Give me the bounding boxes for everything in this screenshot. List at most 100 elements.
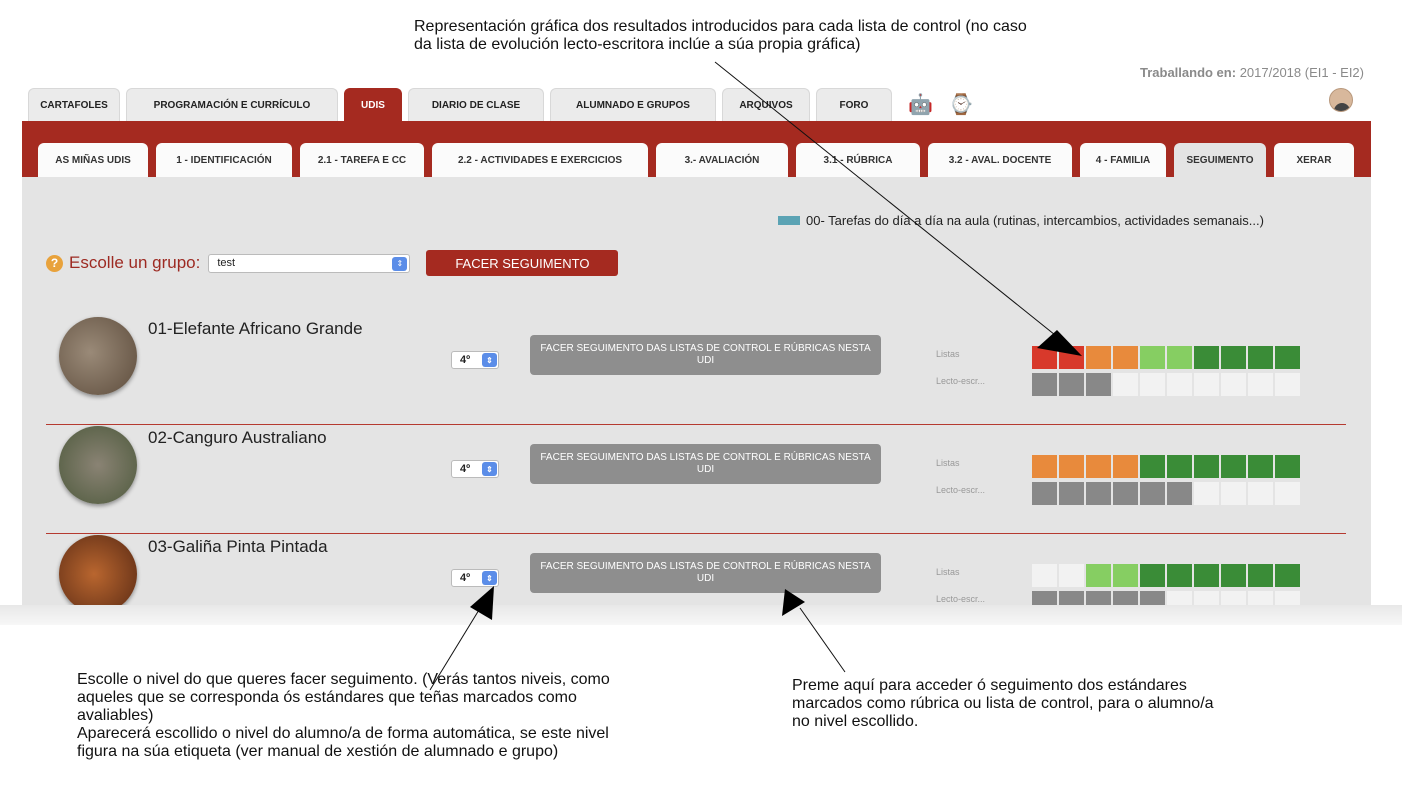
subtab-rubrica[interactable]: 3.1 - RÚBRICA — [796, 143, 920, 177]
result-cell — [1221, 455, 1246, 478]
lists-row-label: Listas — [936, 458, 960, 468]
result-cell — [1140, 373, 1165, 396]
result-cell — [1167, 564, 1192, 587]
facer-seguimento-button[interactable]: FACER SEGUIMENTO — [426, 250, 619, 276]
level-annotation-note: Escolle o nivel do que queres facer segu… — [77, 671, 610, 761]
result-cell — [1059, 346, 1084, 369]
lists-results — [1032, 455, 1300, 478]
result-cell — [1221, 482, 1246, 505]
level-select[interactable]: 4º ⇕ — [451, 351, 499, 369]
result-cell — [1032, 564, 1057, 587]
device-icons: 🤖 ⌚ — [908, 92, 974, 117]
tracking-panel: 00- Tarefas do día a día na aula (rutina… — [22, 177, 1371, 622]
note-line: Aparecerá escollido o nivel do alumno/a … — [77, 725, 609, 742]
result-cell — [1248, 564, 1273, 587]
tab-diario-de-clase[interactable]: DIARIO DE CLASE — [408, 88, 544, 122]
tab-alumnado-e-grupos[interactable]: ALUMNADO E GRUPOS — [550, 88, 716, 122]
result-cell — [1140, 482, 1165, 505]
result-cell — [1194, 346, 1219, 369]
level-select[interactable]: 4º ⇕ — [451, 460, 499, 478]
result-cell — [1086, 564, 1111, 587]
lists-row-label: Listas — [936, 567, 960, 577]
subtab-avaliacion[interactable]: 3.- AVALIACIÓN — [656, 143, 788, 177]
result-cell — [1275, 482, 1300, 505]
student-name: 02-Canguro Australiano — [148, 428, 327, 447]
result-cell — [1140, 564, 1165, 587]
student-row: 01-Elefante Africano Grande 4º ⇕ FACER S… — [46, 317, 1346, 425]
note-line: aqueles que se corresponda ós estándares… — [77, 689, 577, 706]
subtab-familia[interactable]: 4 - FAMILIA — [1080, 143, 1166, 177]
tab-foro[interactable]: FORO — [816, 88, 892, 122]
group-select[interactable]: test ⇕ — [208, 253, 411, 273]
note-line: figura na súa etiqueta (ver manual de xe… — [77, 743, 559, 760]
result-cell — [1113, 346, 1138, 369]
select-arrows-icon: ⇕ — [392, 256, 408, 271]
level-select[interactable]: 4º ⇕ — [451, 569, 499, 587]
sub-tab-bar: AS MIÑAS UDIS 1 - IDENTIFICACIÓN 2.1 - T… — [22, 121, 1371, 177]
student-row: 03-Galiña Pinta Pintada 4º ⇕ FACER SEGUI… — [46, 535, 1346, 643]
result-cell — [1167, 482, 1192, 505]
subtab-identificacion[interactable]: 1 - IDENTIFICACIÓN — [156, 143, 292, 177]
result-cell — [1032, 455, 1057, 478]
student-name: 01-Elefante Africano Grande — [148, 319, 363, 338]
subtab-actividades[interactable]: 2.2 - ACTIVIDADES E EXERCICIOS — [432, 143, 648, 177]
result-cell — [1194, 564, 1219, 587]
tab-cartafoles[interactable]: CARTAFOLES — [28, 88, 120, 122]
avatar[interactable] — [1329, 88, 1353, 112]
level-value: 4º — [460, 572, 471, 584]
note-line: Preme aquí para acceder ó seguimento dos… — [792, 677, 1187, 694]
level-value: 4º — [460, 463, 471, 475]
track-lists-button[interactable]: FACER SEGUIMENTO DAS LISTAS DE CONTROL E… — [530, 444, 881, 484]
student-name: 03-Galiña Pinta Pintada — [148, 537, 328, 556]
working-label: Traballando en: — [1139, 65, 1237, 80]
subtab-seguimento[interactable]: SEGUIMENTO — [1174, 143, 1266, 177]
note-line: da lista de evolución lecto-escritora in… — [414, 36, 861, 53]
level-value: 4º — [460, 354, 471, 366]
android-icon[interactable]: 🤖 — [908, 94, 933, 116]
result-cell — [1059, 455, 1084, 478]
button-annotation-note: Preme aquí para acceder ó seguimento dos… — [792, 677, 1214, 731]
legend-label: 00- Tarefas do día a día na aula (rutina… — [806, 213, 1264, 228]
subtab-as-minas-udis[interactable]: AS MIÑAS UDIS — [38, 143, 148, 177]
note-line: no nivel escollido. — [792, 713, 919, 730]
lecto-row-label: Lecto-escr... — [936, 485, 986, 495]
result-cell — [1032, 373, 1057, 396]
working-period: Traballando en: 2017/2018 (EI1 - EI2) — [1140, 65, 1364, 80]
tab-arquivos[interactable]: ARQUIVOS — [722, 88, 810, 122]
track-lists-button[interactable]: FACER SEGUIMENTO DAS LISTAS DE CONTROL E… — [530, 553, 881, 593]
result-cell — [1275, 373, 1300, 396]
result-cell — [1032, 482, 1057, 505]
tab-udis[interactable]: UDIS — [344, 88, 402, 122]
result-cell — [1248, 373, 1273, 396]
select-arrows-icon: ⇕ — [482, 353, 497, 367]
result-cell — [1086, 455, 1111, 478]
group-label: Escolle un grupo: — [69, 253, 201, 272]
result-cell — [1113, 482, 1138, 505]
result-cell — [1059, 564, 1084, 587]
result-cell — [1086, 373, 1111, 396]
select-arrows-icon: ⇕ — [482, 571, 497, 585]
lecto-results — [1032, 373, 1300, 396]
legend-swatch — [778, 216, 800, 225]
lecto-row-label: Lecto-escr... — [936, 594, 986, 604]
help-icon[interactable]: ? — [46, 254, 63, 272]
working-value: 2017/2018 (EI1 - EI2) — [1239, 65, 1364, 80]
result-cell — [1221, 346, 1246, 369]
select-arrows-icon: ⇕ — [482, 462, 497, 476]
student-photo — [59, 317, 137, 395]
result-cell — [1167, 455, 1192, 478]
subtab-aval-docente[interactable]: 3.2 - AVAL. DOCENTE — [928, 143, 1072, 177]
main-tab-bar: CARTAFOLES PROGRAMACIÓN E CURRÍCULO UDIS… — [28, 86, 1373, 122]
track-lists-button[interactable]: FACER SEGUIMENTO DAS LISTAS DE CONTROL E… — [530, 335, 881, 375]
result-cell — [1140, 346, 1165, 369]
top-annotation-note: Representación gráfica dos resultados in… — [414, 18, 1027, 54]
subtab-xerar[interactable]: XERAR — [1274, 143, 1354, 177]
result-cell — [1221, 564, 1246, 587]
legend: 00- Tarefas do día a día na aula (rutina… — [778, 213, 1264, 228]
result-cell — [1194, 482, 1219, 505]
lists-results — [1032, 564, 1300, 587]
subtab-tarefa-e-cc[interactable]: 2.1 - TAREFA E CC — [300, 143, 424, 177]
tab-programacion[interactable]: PROGRAMACIÓN E CURRÍCULO — [126, 88, 338, 122]
watch-icon[interactable]: ⌚ — [948, 94, 974, 116]
